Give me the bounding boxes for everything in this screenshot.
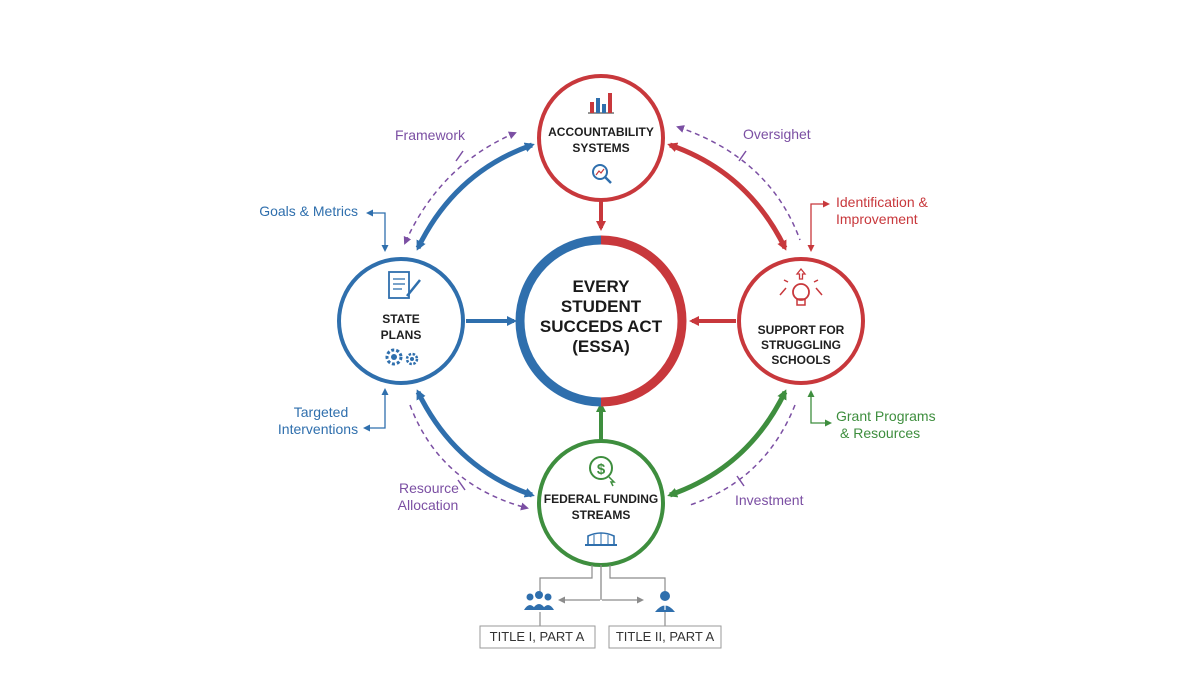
state-plans-node: STATE PLANS: [337, 257, 465, 385]
blue-arc-state-funding: [415, 389, 535, 498]
title-i-label: TITLE I, PART A: [490, 629, 585, 644]
funding-title-line2: STREAMS: [572, 508, 631, 522]
bottom-connectors: [539, 565, 666, 628]
framework-label: Framework: [395, 127, 466, 143]
targeted-connector: [363, 388, 389, 432]
document-pen-icon: [388, 271, 421, 299]
state-plans-title-line2: PLANS: [381, 328, 422, 342]
support-title-line2: STRUGGLING: [761, 338, 841, 352]
targeted-label-line1: Targeted: [294, 404, 348, 420]
resource-label-line1: Resource: [399, 480, 459, 496]
accountability-title-line2: SYSTEMS: [572, 141, 629, 155]
bar-chart-icon: [588, 93, 614, 114]
investment-label: Investment: [735, 492, 804, 508]
blue-arc-state-accountability: [415, 142, 535, 251]
lightbulb-icon: [779, 267, 823, 306]
oversight-dashed-arrow: [676, 125, 801, 241]
federal-funding-streams-node: $ FEDERAL FUNDING STREAMS: [537, 439, 665, 567]
identification-label-line1: Identification &: [836, 194, 928, 210]
support-struggling-schools-node: SUPPORT FOR STRUGGLING SCHOOLS: [737, 257, 865, 385]
red-arc-accountability-support: [667, 142, 788, 251]
identification-label-line2: Improvement: [836, 211, 918, 227]
identification-connector: [807, 200, 830, 252]
magnifier-chart-icon: [592, 164, 612, 184]
state-plans-title-line1: STATE: [382, 312, 420, 326]
center-title-line2: STUDENT: [561, 297, 642, 316]
center-title-line1: EVERY: [572, 277, 630, 296]
investment-dashed-arrow: [689, 404, 796, 506]
green-arc-funding-support: [667, 389, 788, 498]
targeted-label-line2: Interventions: [278, 421, 358, 437]
resource-label-line2: Allocation: [398, 497, 459, 513]
goals-connector: [366, 209, 389, 252]
grant-label-line1: Grant Programs: [836, 408, 936, 424]
title-ii-label: TITLE II, PART A: [616, 629, 715, 644]
title-i-box: TITLE I, PART A: [479, 625, 596, 649]
oversight-label: Oversighet: [743, 126, 811, 142]
center-title-line3: SUCCEDS ACT: [540, 317, 663, 336]
bridge-icon: [585, 532, 617, 546]
students-group-icon: [524, 591, 554, 610]
grant-label-line2: & Resources: [840, 425, 920, 441]
accountability-title-line1: ACCOUNTABILITY: [548, 125, 654, 139]
teacher-icon: [655, 591, 675, 612]
title-ii-box: TITLE II, PART A: [608, 625, 722, 649]
goals-metrics-label: Goals & Metrics: [259, 203, 358, 219]
funding-title-line1: FEDERAL FUNDING: [544, 492, 658, 506]
framework-dashed-arrow: [403, 131, 517, 245]
center-title-line4: (ESSA): [572, 337, 630, 356]
dollar-coin-icon: $: [589, 456, 616, 487]
support-title-line3: SCHOOLS: [771, 353, 830, 367]
grant-connector: [807, 390, 832, 427]
accountability-systems-node: ACCOUNTABILITY SYSTEMS: [537, 74, 665, 202]
gears-icon: [385, 348, 419, 366]
support-title-line1: SUPPORT FOR: [758, 323, 845, 337]
svg-text:$: $: [597, 461, 606, 478]
center-essa-node: EVERY STUDENT SUCCEDS ACT (ESSA): [515, 235, 687, 407]
